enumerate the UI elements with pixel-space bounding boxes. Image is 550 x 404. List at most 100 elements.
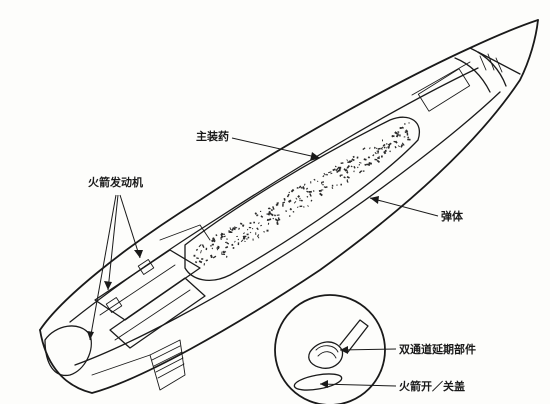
charge-speck	[237, 242, 240, 246]
charge-speck	[221, 253, 226, 256]
charge-speck	[343, 168, 347, 172]
charge-speck	[346, 167, 349, 169]
charge-speck	[373, 146, 376, 149]
charge-speck	[205, 259, 208, 262]
charge-speck	[374, 158, 378, 161]
charge-speck	[217, 246, 220, 250]
charge-speck	[234, 240, 236, 243]
charge-speck	[195, 248, 199, 252]
charge-speck	[339, 174, 343, 176]
charge-speck	[400, 144, 404, 148]
charge-speck	[303, 206, 305, 208]
charge-speck	[241, 224, 245, 227]
charge-speck	[243, 235, 247, 238]
charge-speck	[203, 263, 205, 266]
charge-speck	[367, 156, 371, 159]
charge-speck	[408, 122, 410, 124]
charge-speck	[323, 172, 326, 176]
charge-speck	[246, 233, 249, 236]
charge-speck	[365, 163, 368, 166]
charge-speck	[229, 231, 233, 234]
charge-speck	[242, 232, 245, 235]
charge-speck	[285, 210, 288, 213]
charge-speck	[255, 232, 257, 235]
label-rocket-switch-cover: 火箭开／关盖	[399, 379, 465, 393]
charge-speck	[270, 209, 274, 212]
charge-speck	[238, 227, 240, 230]
charge-speck	[352, 155, 355, 159]
charge-speck	[346, 179, 348, 182]
charge-speck	[231, 228, 234, 231]
charge-speck	[306, 190, 309, 193]
main-charge-cavity	[184, 116, 420, 281]
charge-speck	[321, 181, 325, 184]
charge-speck	[397, 132, 399, 134]
charge-speck	[356, 156, 359, 159]
charge-speck	[201, 258, 204, 260]
charge-speck	[240, 239, 244, 243]
charge-speck	[376, 159, 381, 163]
charge-speck	[266, 218, 269, 222]
charge-speck	[350, 165, 353, 168]
charge-speck	[322, 184, 324, 186]
charge-speck	[273, 214, 277, 217]
charge-speck	[391, 135, 395, 138]
charge-speck	[360, 170, 363, 173]
charge-speck	[307, 205, 310, 207]
charge-speck	[337, 166, 342, 169]
charge-speck	[328, 171, 332, 174]
charge-speck	[380, 155, 383, 158]
nose-fuze	[411, 47, 521, 112]
charge-speck	[331, 187, 334, 189]
charge-speck	[346, 171, 349, 174]
charge-speck	[369, 147, 371, 150]
charge-speck	[404, 123, 406, 125]
charge-speck	[225, 246, 229, 249]
charge-speck	[336, 170, 339, 174]
charge-speck	[244, 240, 246, 242]
charge-speck	[249, 222, 252, 225]
charge-speck	[258, 222, 260, 225]
charge-speck	[374, 151, 377, 155]
charge-speck	[292, 211, 295, 213]
charge-speck	[288, 191, 291, 194]
charge-speck	[299, 197, 301, 200]
charge-speck	[357, 166, 359, 169]
charge-speck	[375, 147, 378, 150]
charge-speck	[347, 161, 351, 163]
charge-speck	[259, 210, 262, 212]
charge-speck	[236, 235, 239, 237]
charge-speck	[336, 184, 338, 186]
charge-speck	[308, 190, 312, 193]
charge-speck	[388, 144, 391, 148]
charge-speck	[252, 228, 254, 230]
charge-speck	[266, 213, 269, 215]
charge-speck	[275, 204, 278, 207]
charge-speck	[302, 186, 305, 190]
charge-speck	[378, 155, 380, 157]
charge-speck	[300, 199, 303, 202]
charge-speck	[319, 192, 323, 197]
charge-speck	[339, 175, 342, 178]
charge-speck	[229, 227, 232, 231]
charge-speck	[287, 199, 292, 203]
charge-speck	[300, 187, 303, 189]
charge-speck	[213, 238, 216, 241]
charge-speck	[256, 214, 258, 217]
charge-speck	[282, 203, 284, 207]
charge-speck	[239, 222, 243, 225]
charge-speck	[401, 126, 405, 129]
charge-speck	[222, 250, 226, 254]
charge-speck	[404, 130, 409, 134]
charge-speck	[223, 233, 225, 236]
charge-speck	[403, 136, 406, 138]
charge-speck	[210, 245, 212, 247]
charge-speck	[220, 232, 222, 236]
charge-speck	[193, 254, 196, 257]
charge-speck	[394, 131, 398, 135]
charge-speck	[385, 143, 388, 145]
charge-speck	[362, 147, 366, 151]
rocket-motor-section	[94, 224, 211, 349]
charge-speck	[368, 161, 373, 165]
charge-speck	[237, 238, 240, 241]
